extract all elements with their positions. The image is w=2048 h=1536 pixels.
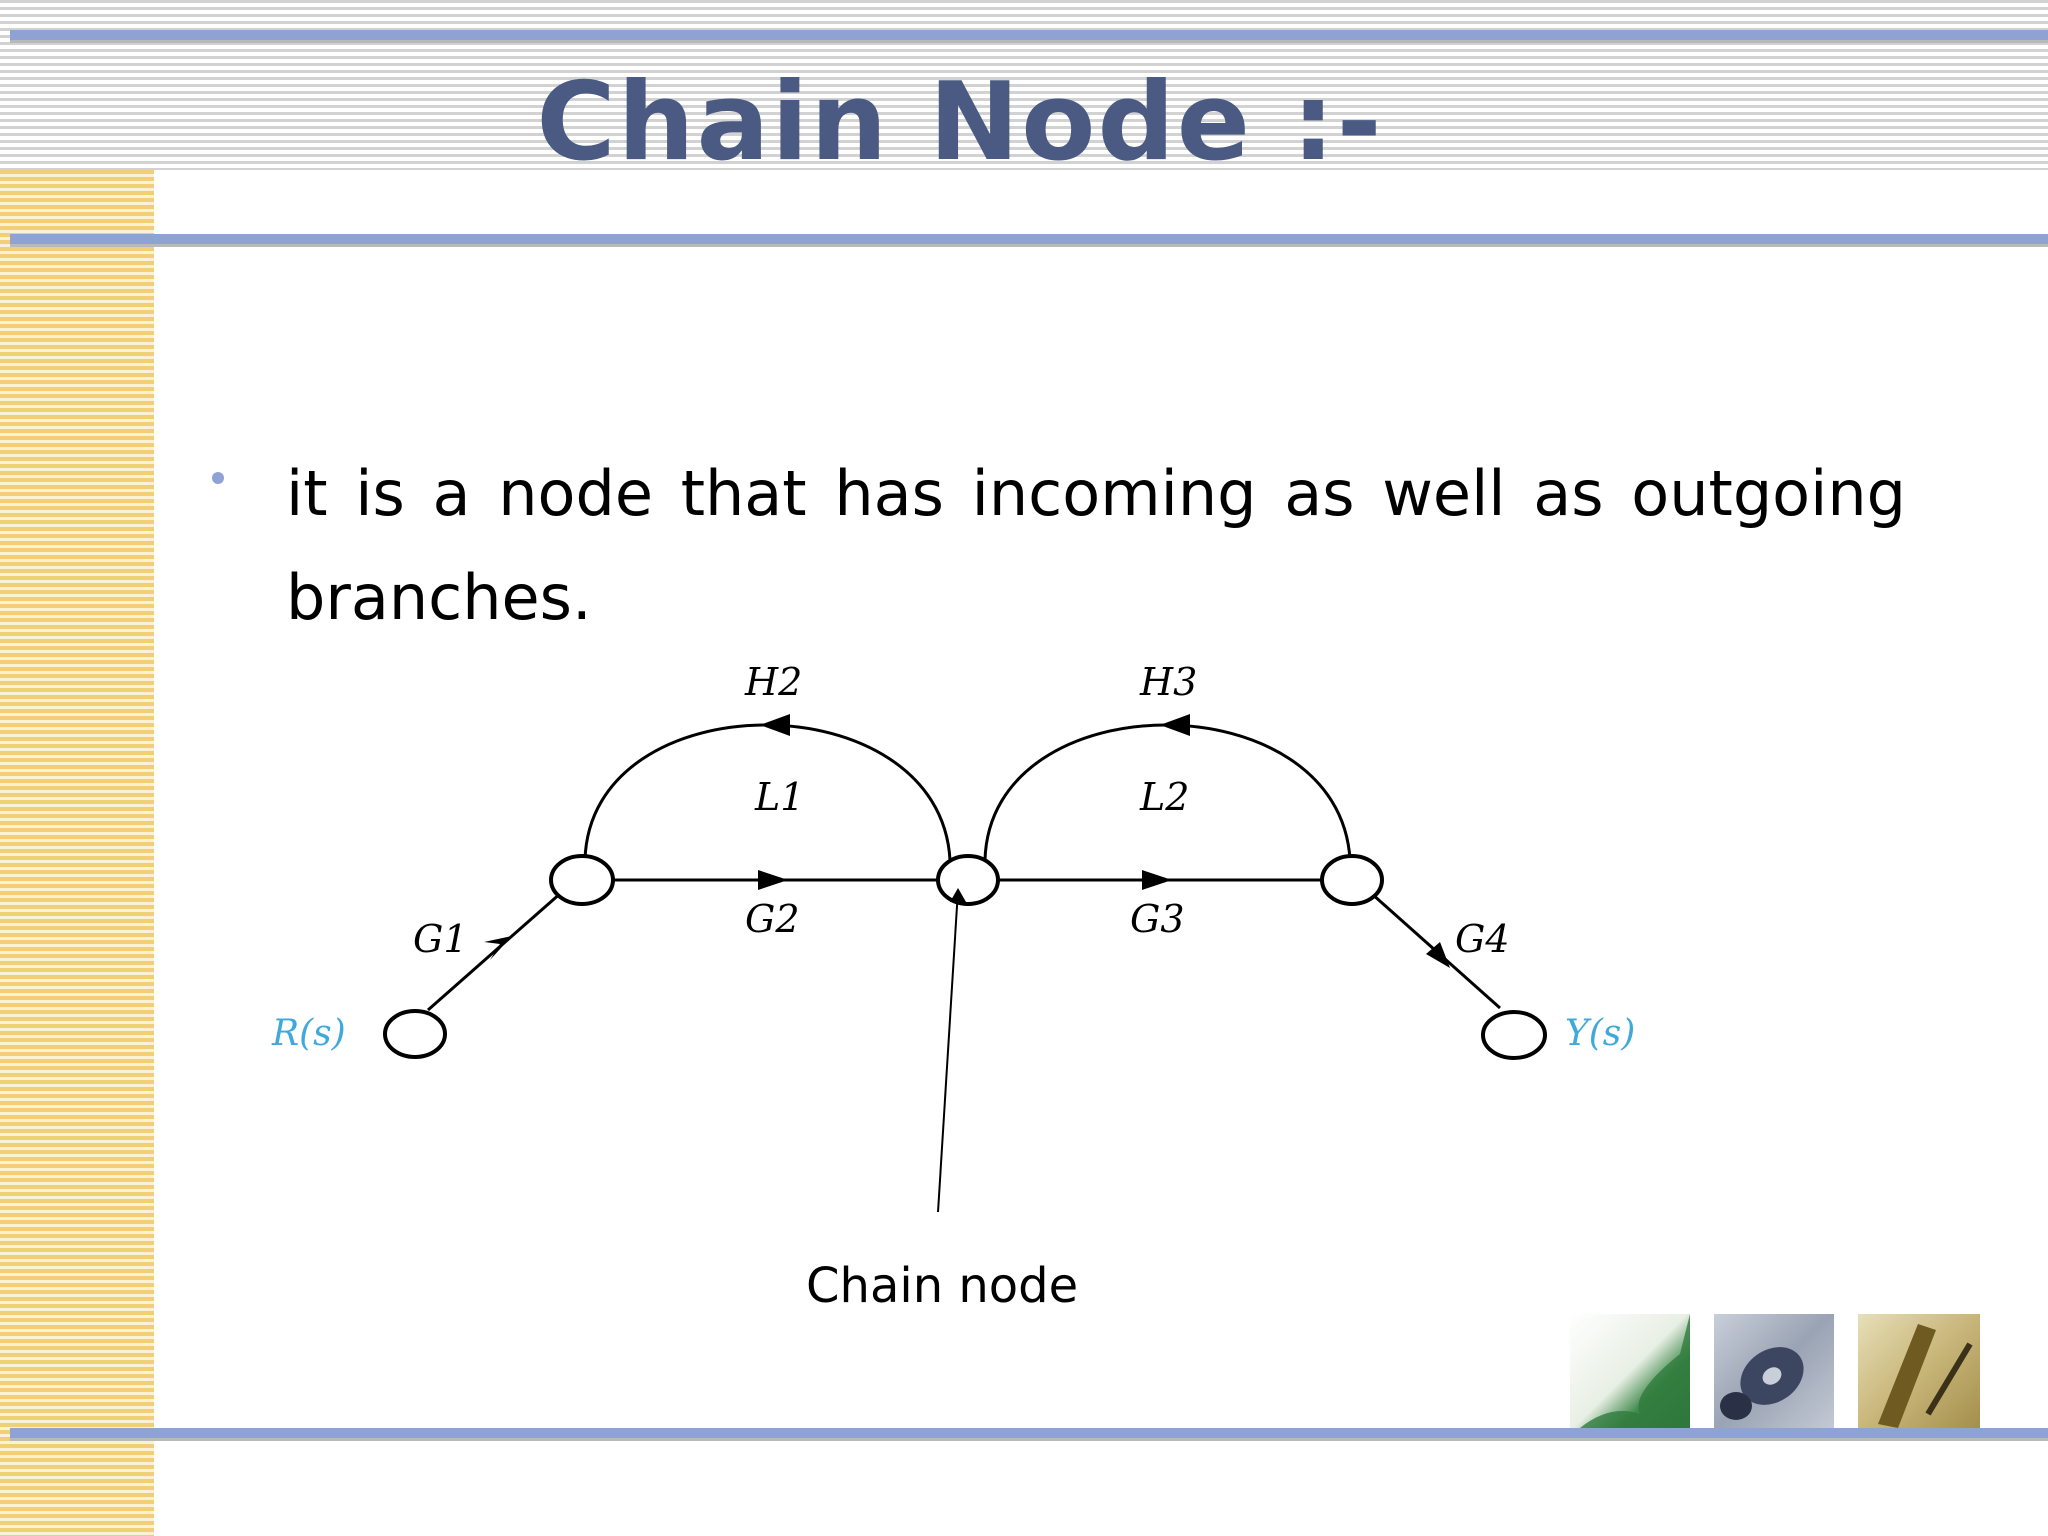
top-rule [10,30,2048,43]
arrow-g1 [484,936,512,960]
label-h2: H2 [744,660,802,704]
slide-title: Chain Node :- [536,60,1384,185]
arrow-h3 [1160,714,1190,736]
title-rule [10,234,2048,247]
arrow-callout [950,888,966,902]
side-stripes [0,170,154,1536]
label-l2: L2 [1139,775,1189,819]
label-output: Y(s) [1565,1013,1635,1054]
header-stripes [0,0,2048,170]
bullet-icon [212,472,224,484]
arrow-g4 [1426,942,1450,968]
branch-g1 [427,890,563,1012]
chain-node-callout: Chain node [806,1258,1079,1314]
node-1 [549,854,615,906]
bottom-rule [10,1428,2048,1441]
label-g2: G2 [745,897,800,941]
label-h3: H3 [1139,660,1197,704]
bullet-text: it is a node that has incoming as well a… [286,457,1906,634]
label-input: R(s) [271,1013,346,1054]
node-chain [936,854,1000,906]
node-output [1481,1010,1547,1060]
label-g3: G3 [1130,897,1185,941]
arrow-g3 [1142,870,1172,890]
leaf-image [1570,1314,1690,1428]
label-g1: G1 [413,917,468,961]
label-g4: G4 [1455,917,1510,961]
arrow-h2 [760,714,790,736]
node-input [383,1009,447,1059]
label-l1: L1 [754,775,804,819]
arrow-g2 [758,870,788,890]
title-backdrop [154,172,2048,240]
node-3 [1320,854,1384,906]
compact-disc-image [1714,1314,1834,1428]
keyboard-pen-image [1858,1314,1980,1428]
callout-line [937,889,959,1213]
